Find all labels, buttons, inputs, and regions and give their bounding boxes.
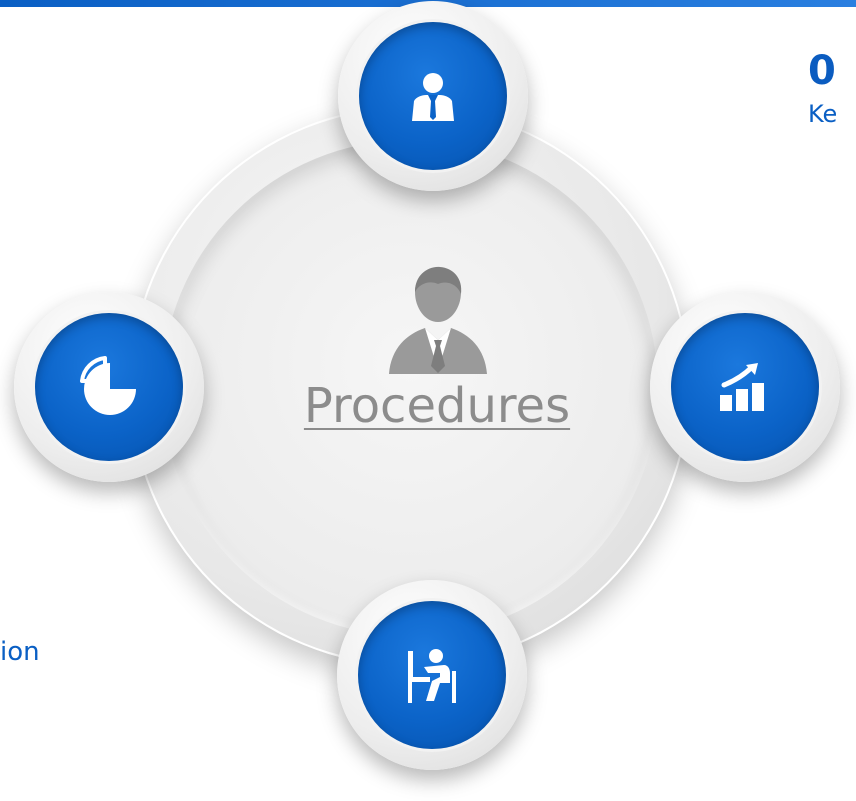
node-top-core — [359, 22, 507, 170]
node-bottom-core — [358, 601, 506, 749]
person-at-desk-icon — [408, 649, 456, 703]
procedures-link[interactable]: Procedures — [303, 378, 571, 434]
diagram-inner-disc — [162, 140, 658, 636]
node-bottom[interactable] — [337, 580, 527, 770]
growth-chart-icon — [720, 363, 764, 411]
section-number: 0 — [808, 48, 836, 94]
left-caption: ion — [0, 637, 40, 667]
node-left[interactable] — [14, 292, 204, 482]
businessman-icon — [412, 73, 454, 121]
person-icon — [389, 266, 487, 374]
node-left-core — [35, 313, 183, 461]
section-subtitle: Ke — [808, 100, 838, 128]
node-right-core — [671, 313, 819, 461]
pie-chart-icon — [80, 356, 136, 415]
node-top[interactable] — [338, 1, 528, 191]
node-right[interactable] — [650, 292, 840, 482]
